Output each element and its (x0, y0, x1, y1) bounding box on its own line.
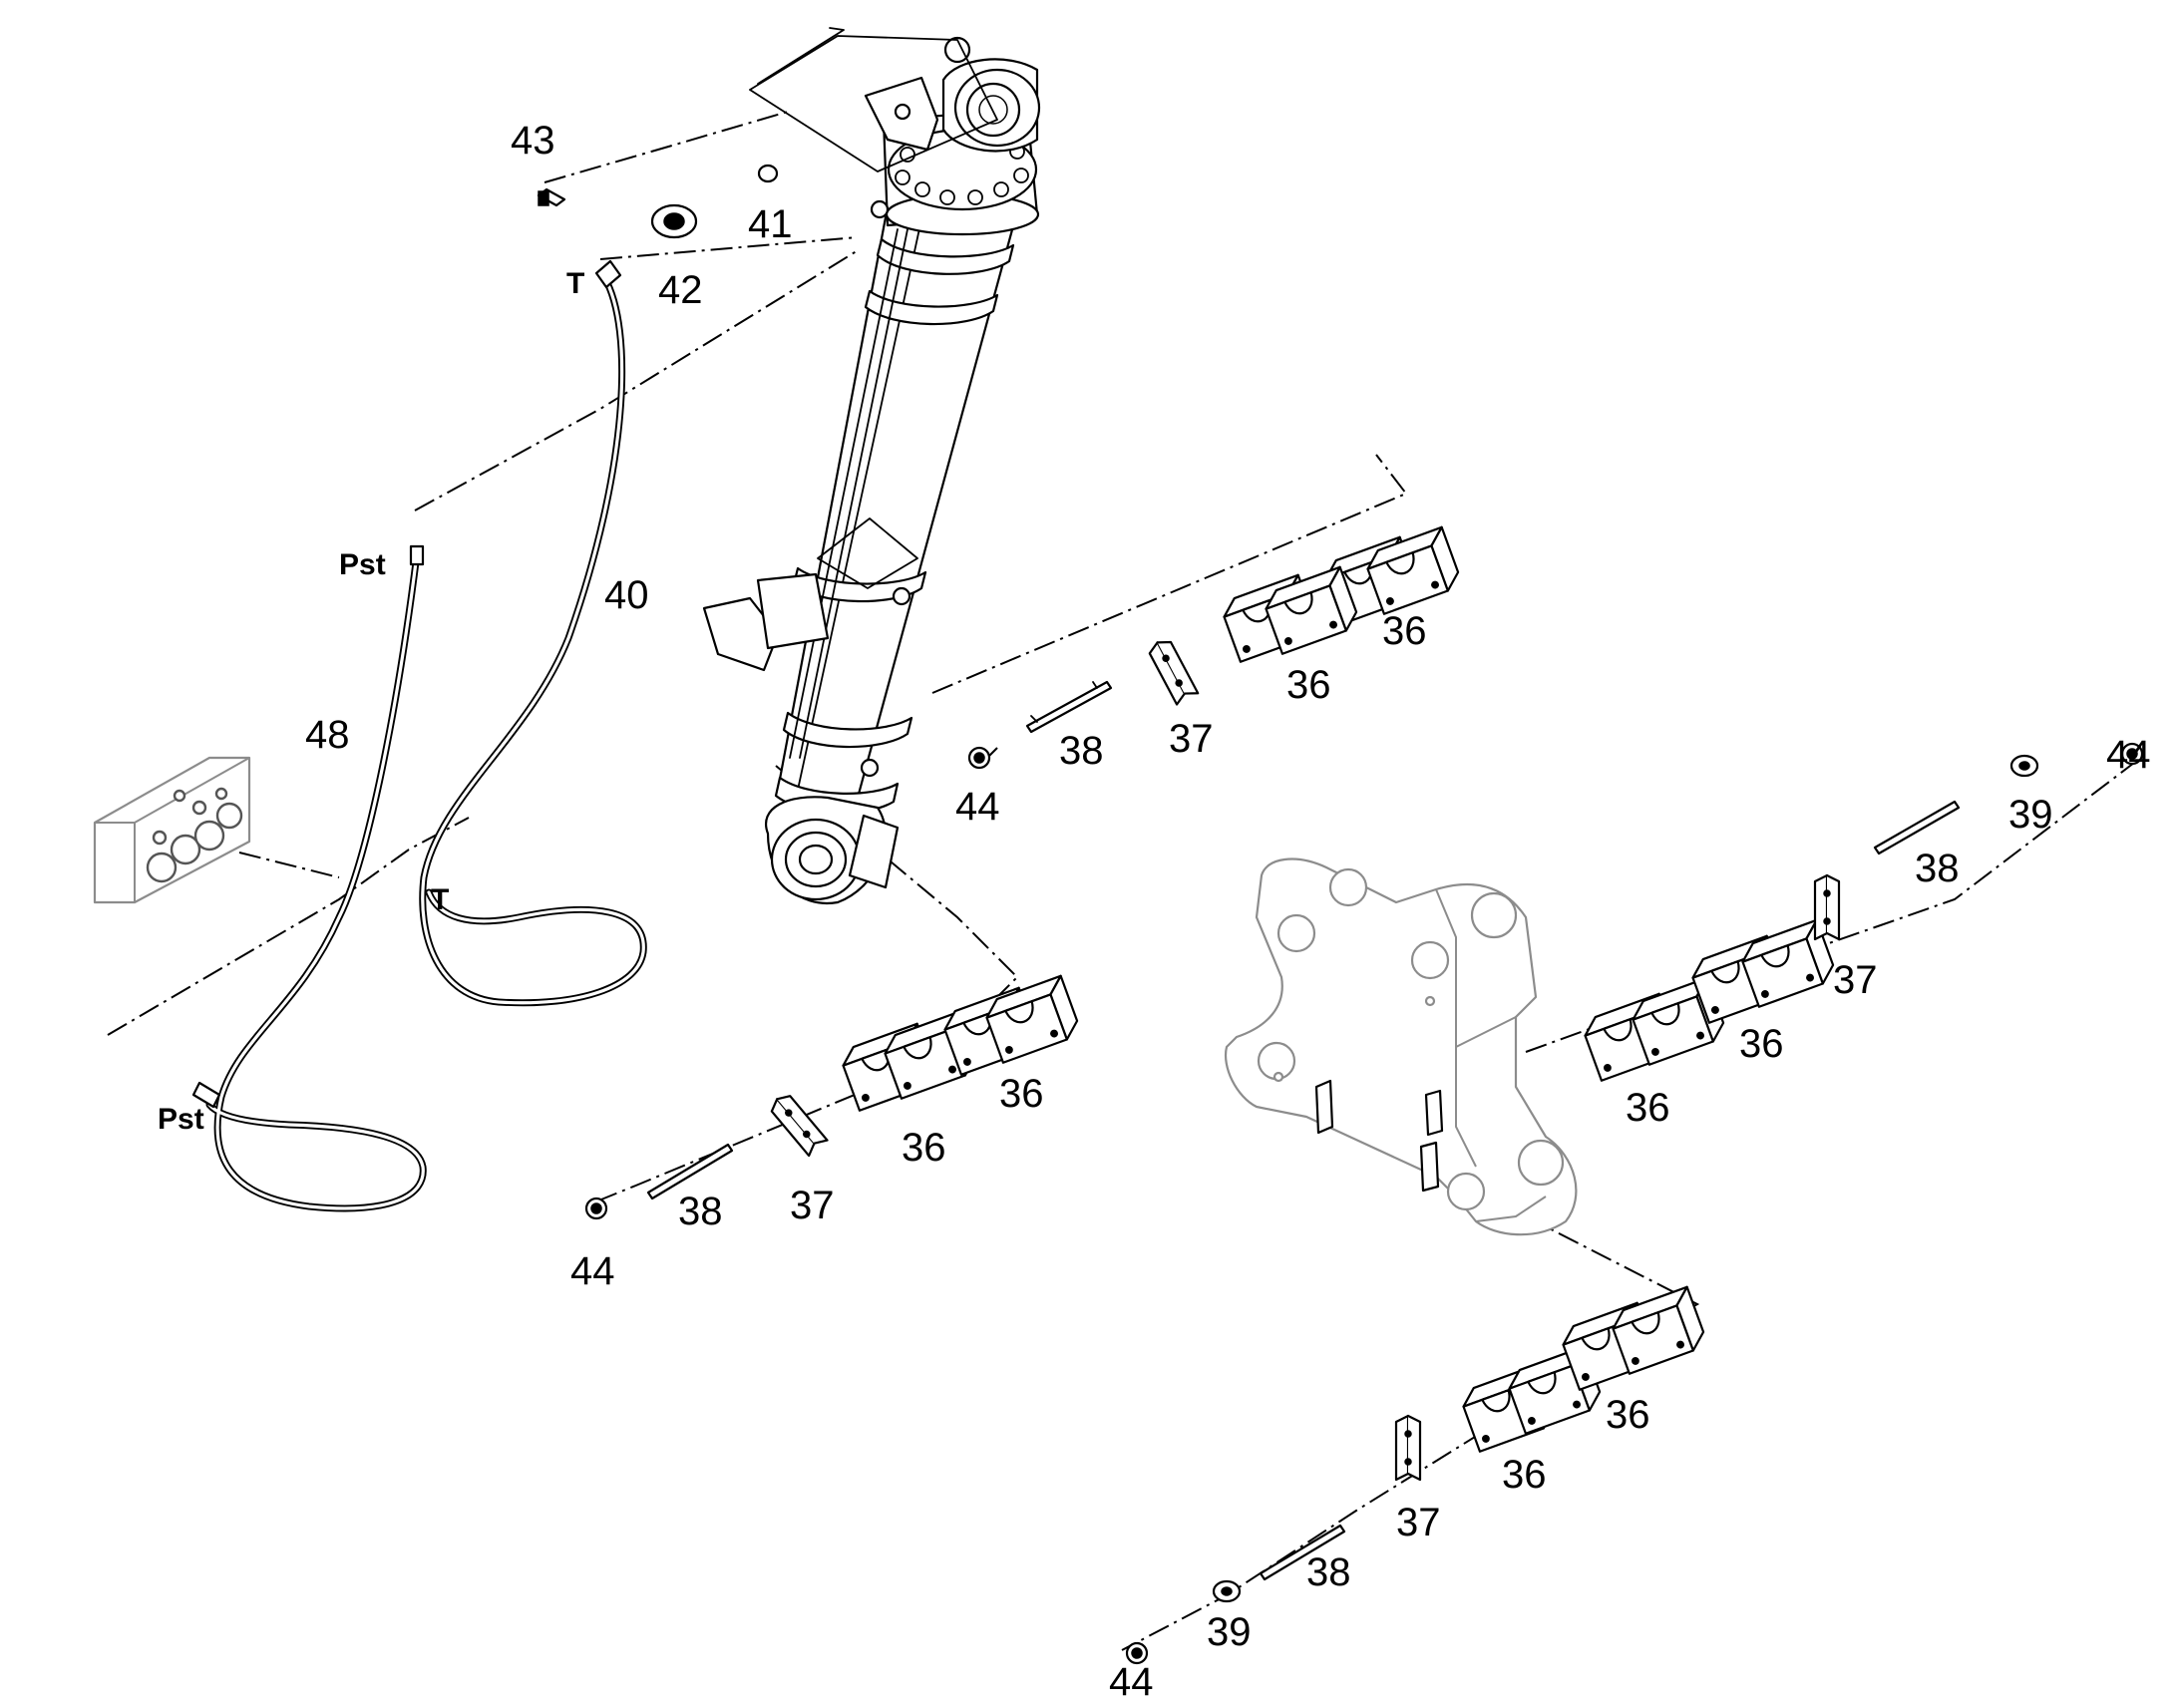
bracket-frame (1224, 857, 1578, 1236)
callout-37: 37 (790, 1184, 835, 1227)
port-label-t-mid: T (431, 883, 449, 916)
callout-37: 37 (1833, 958, 1878, 1002)
clamp-42 (650, 203, 698, 239)
callout-38: 38 (1915, 847, 1960, 890)
clamp-group-lower (584, 974, 1083, 1220)
washer-41 (757, 164, 779, 183)
port-label-pst-bottom: Pst (158, 1103, 204, 1136)
callout-36: 36 (999, 1072, 1044, 1116)
callout-41: 41 (748, 202, 793, 246)
plate-37-right (1813, 873, 1841, 941)
callout-36: 36 (1382, 609, 1427, 653)
plate-37-upper (1145, 635, 1200, 706)
clamp-group-upper (967, 525, 1464, 770)
callout-36: 36 (902, 1126, 946, 1170)
callout-43: 43 (511, 119, 555, 163)
valve-block (93, 756, 251, 904)
callout-36: 36 (1286, 663, 1331, 707)
clamp-group-bottom (1125, 1285, 1709, 1665)
callout-44: 44 (570, 1249, 615, 1293)
callout-37: 37 (1396, 1501, 1441, 1544)
callout-40: 40 (604, 573, 649, 617)
hose-40 (419, 259, 647, 1007)
port-label-pst-top: Pst (339, 548, 386, 581)
callout-48: 48 (305, 713, 350, 757)
callout-labels: 43 41 42 40 48 36 36 37 38 44 36 36 37 3… (305, 119, 2151, 1704)
callout-44: 44 (2106, 733, 2151, 777)
callout-36: 36 (1739, 1022, 1784, 1066)
plate-37-lower (766, 1090, 829, 1158)
plate-37-bottom (1394, 1414, 1422, 1482)
bolt-43 (537, 187, 566, 207)
clamp-group-right (1579, 742, 2144, 1082)
callout-44: 44 (955, 785, 1000, 829)
port-label-t-top: T (566, 267, 584, 300)
callout-36: 36 (1606, 1393, 1650, 1437)
port-labels: T T Pst Pst (158, 267, 584, 1136)
callout-38: 38 (1306, 1550, 1351, 1594)
callout-36: 36 (1626, 1086, 1670, 1130)
hose-48 (191, 544, 427, 1212)
callout-36: 36 (1502, 1453, 1547, 1497)
callout-38: 38 (1059, 729, 1104, 773)
callout-39: 39 (2008, 793, 2053, 837)
callout-37: 37 (1169, 717, 1214, 761)
callout-38: 38 (678, 1190, 723, 1233)
callout-44: 44 (1109, 1660, 1154, 1704)
callout-42: 42 (658, 268, 703, 312)
hydraulic-cylinder (702, 27, 1041, 905)
callout-39: 39 (1207, 1610, 1252, 1654)
